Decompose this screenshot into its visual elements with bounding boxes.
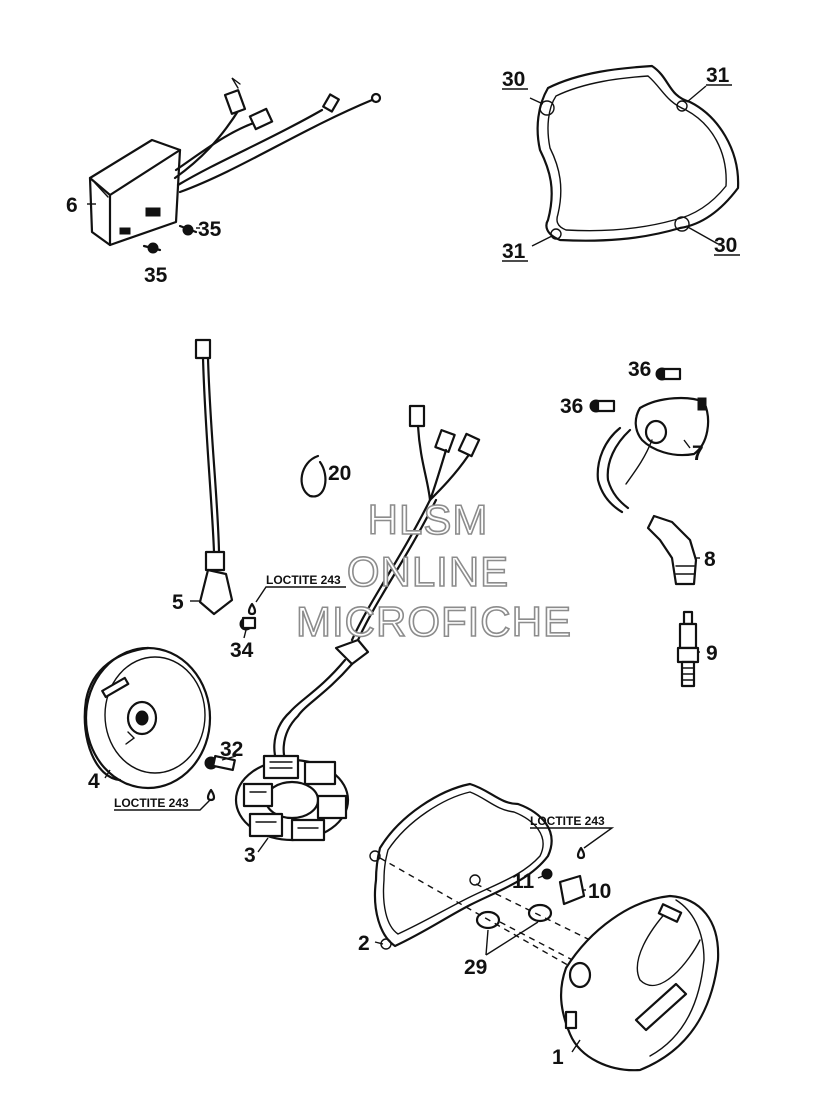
callout-20: 20: [328, 462, 351, 485]
callout-35-lower: 35: [144, 264, 168, 287]
callout-30-top: 30: [502, 68, 525, 91]
loctite-drop-c: [576, 846, 586, 860]
wire-clip: [300, 454, 327, 498]
callout-5: 5: [172, 591, 184, 614]
screw-11: [541, 868, 553, 880]
loctite-drop-b: [206, 788, 216, 802]
cover-gasket: [369, 782, 553, 950]
bolt-35-upper: [178, 224, 198, 236]
callout-30-bottom: 30: [714, 234, 737, 257]
spark-plug: [676, 610, 700, 688]
loctite-label-c: LOCTITE 243: [530, 814, 605, 828]
callout-6: 6: [66, 194, 78, 217]
callout-10: 10: [588, 880, 611, 903]
callout-1: 1: [552, 1046, 564, 1069]
ignition-coil: [596, 396, 710, 514]
watermark-line-3: MICROFICHE: [296, 598, 572, 645]
callout-34: 34: [230, 639, 254, 662]
callout-36-left: 36: [560, 395, 583, 418]
stator-harness: [273, 404, 481, 778]
bolt-36-upper: [655, 367, 682, 381]
callout-36-upper: 36: [628, 358, 651, 381]
callout-9: 9: [706, 642, 718, 665]
bolt-36-left: [589, 399, 616, 413]
bolt-35-lower: [142, 242, 162, 254]
bolt-32: [204, 754, 236, 772]
callout-2: 2: [358, 932, 370, 955]
watermark-line-2: ONLINE: [347, 548, 509, 595]
assembly-line-a: [379, 857, 581, 973]
callout-35-upper: 35: [198, 218, 222, 241]
clip-10: [558, 874, 586, 906]
ignition-cover-gasket: [536, 64, 740, 242]
bolt-34: [239, 616, 257, 631]
watermark-line-1: HLSM: [368, 496, 489, 543]
assembly-line-c: [499, 921, 583, 966]
flywheel-rotor: [83, 646, 212, 790]
callout-8: 8: [704, 548, 716, 571]
cdi-unit: [88, 77, 382, 247]
stator-core: [234, 754, 350, 842]
callout-29: 29: [464, 956, 487, 979]
spark-plug-cap: [646, 514, 698, 586]
pickup-sensor-harness: [194, 338, 234, 616]
callout-31-bottom: 31: [502, 240, 526, 263]
loctite-label-a: LOCTITE 243: [266, 573, 341, 587]
loctite-drop-a: [247, 602, 257, 616]
callout-3: 3: [244, 844, 256, 867]
dowel-sleeves: [475, 903, 553, 930]
callout-31-top: 31: [706, 64, 730, 87]
callout-4: 4: [88, 770, 100, 793]
callout-11: 11: [512, 870, 535, 893]
loctite-label-b: LOCTITE 243: [114, 796, 189, 810]
callout-32: 32: [220, 738, 243, 761]
ignition-cover: [559, 894, 720, 1072]
callout-7: 7: [692, 442, 704, 465]
